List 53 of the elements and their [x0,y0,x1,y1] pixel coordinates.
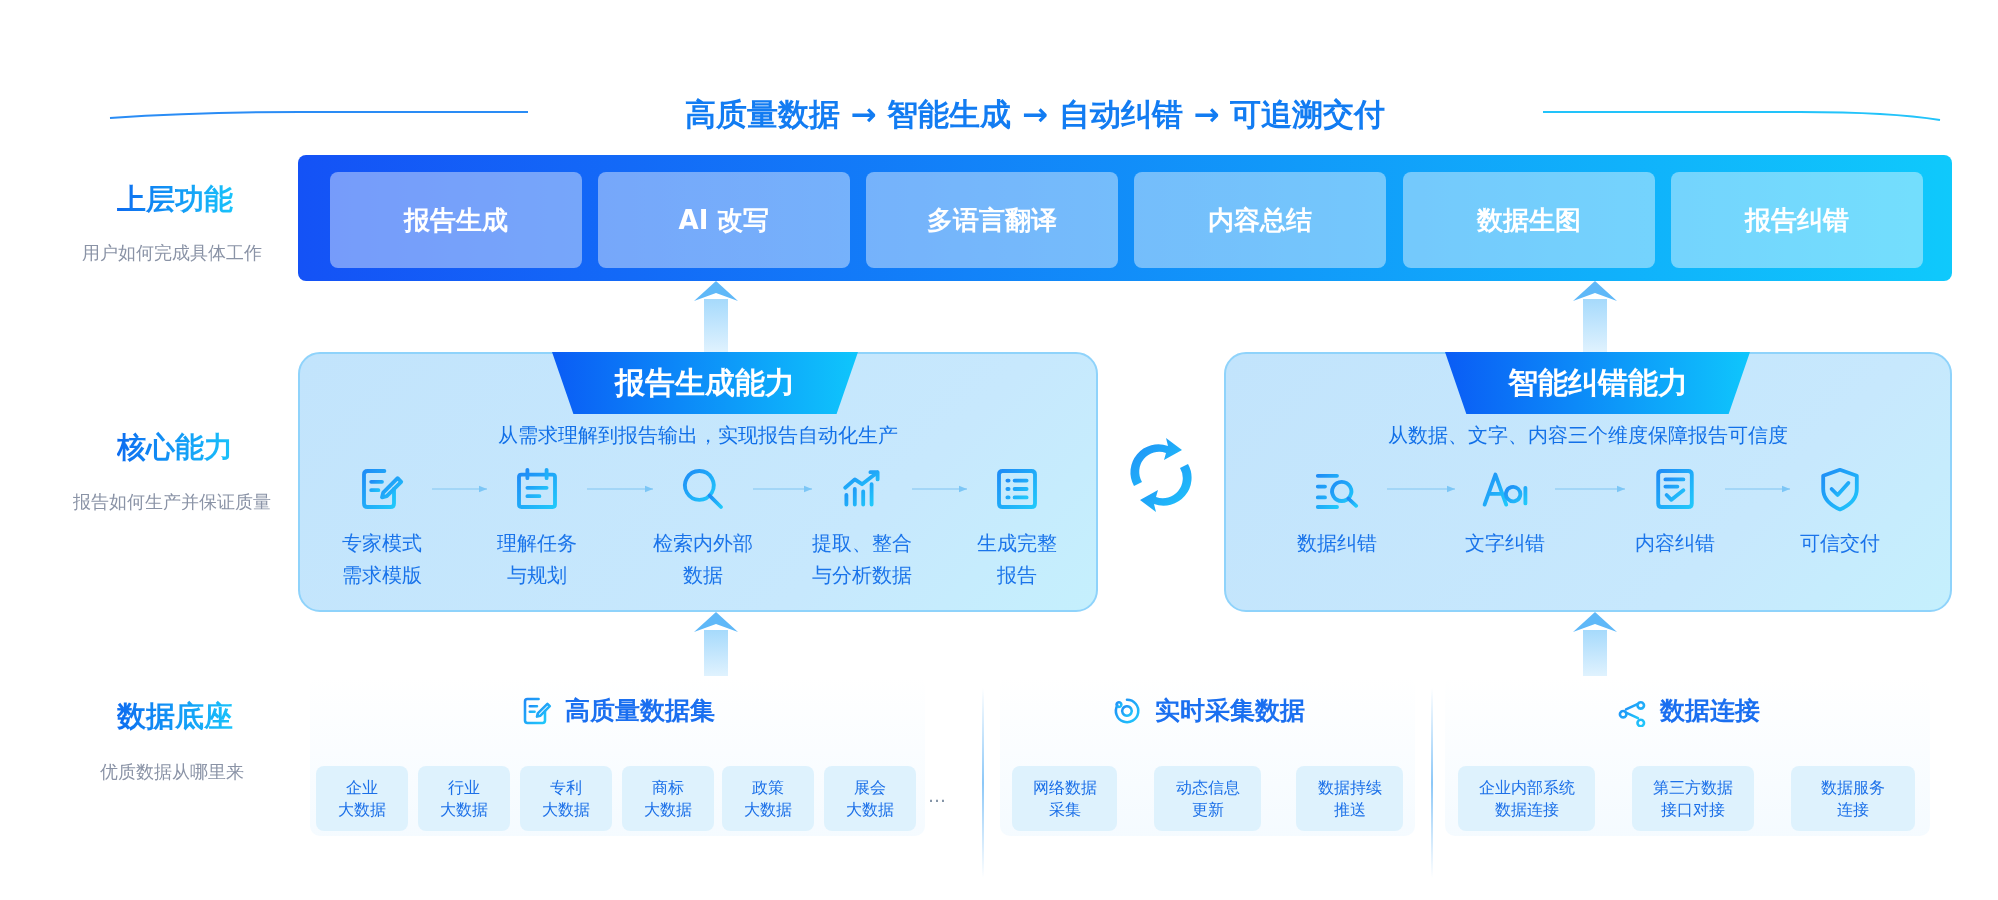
arrow [1554,485,1626,493]
data-source-tile: 专利大数据 [520,766,612,831]
arrow [1573,612,1617,676]
row-description: 报告如何生产并保证质量 [72,490,272,514]
capability-panel [298,352,1098,612]
step-label: 数据纠错 [1297,530,1377,557]
diagram-title: 高质量数据 → 智能生成 → 自动纠错 → 可追溯交付 [683,95,1387,134]
ellipsis-text: … [928,785,946,806]
data-source-tile: 展会大数据 [824,766,916,831]
step-label: 理解任务与规划 [497,530,577,589]
row-description: 用户如何完成具体工作 [81,241,263,265]
panel-subtitle: 从需求理解到报告输出，实现报告自动化生产 [497,422,899,449]
step-label: 可信交付 [1800,530,1880,557]
data-source-tile: 企业大数据 [316,766,408,831]
step-label: 提取、整合与分析数据 [812,530,912,589]
group-heading: 数据连接 [1659,695,1760,727]
group-heading: 高质量数据集 [564,695,715,727]
data-source-tile: 企业内部系统数据连接 [1458,766,1595,831]
capability-panel [1224,352,1952,612]
step-label: 检索内外部数据 [653,530,753,589]
row-description: 优质数据从哪里来 [99,760,245,784]
feature-tile: 内容总结 [1134,172,1386,268]
data-source-tile: 商标大数据 [622,766,714,831]
step-label: 内容纠错 [1635,530,1715,557]
step-label: 专家模式需求模版 [342,530,422,589]
arrow [694,281,738,352]
step-label: 生成完整报告 [977,530,1057,589]
feature-tile: 多语言翻译 [866,172,1118,268]
data-source-tile: 政策大数据 [722,766,814,831]
panel-title: 智能纠错能力 [1445,352,1750,414]
arrow [911,485,968,493]
arrow [1724,485,1791,493]
feature-tile: AI 改写 [598,172,850,268]
arrow [752,485,813,493]
arrow [431,485,488,493]
panel-subtitle: 从数据、文字、内容三个维度保障报告可信度 [1387,422,1789,449]
panel-title: 报告生成能力 [552,352,858,414]
feature-tile: 报告生成 [330,172,582,268]
data-source-tile: 行业大数据 [418,766,510,831]
feature-band [298,155,1952,281]
step-label: 文字纠错 [1465,530,1545,557]
arrow [1386,485,1456,493]
arrow [1573,281,1617,352]
data-source-tile: 数据服务连接 [1791,766,1915,831]
feature-tile: 报告纠错 [1671,172,1923,268]
arrow [694,612,738,676]
group-heading: 实时采集数据 [1154,695,1305,727]
data-source-tile: 第三方数据接口对接 [1632,766,1754,831]
data-source-tile: 网络数据采集 [1012,766,1117,831]
data-source-tile: 动态信息更新 [1154,766,1261,831]
data-source-tile: 数据持续推送 [1296,766,1403,831]
arrow [586,485,654,493]
feature-tile: 数据生图 [1403,172,1655,268]
